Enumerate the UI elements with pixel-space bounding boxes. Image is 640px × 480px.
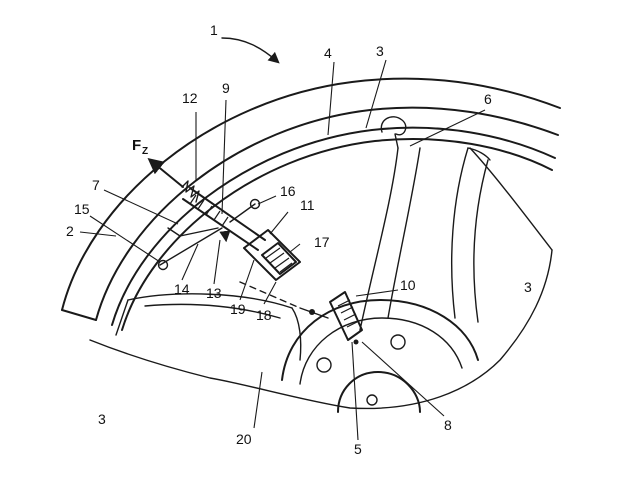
label-19: 19 (230, 301, 246, 317)
label-3-top: 3 (376, 43, 384, 59)
label-17: 17 (314, 234, 330, 250)
reference-labels: 1 2 3 3 3 4 5 6 7 8 9 10 11 12 13 14 15 … (66, 22, 532, 457)
label-5: 5 (354, 441, 362, 457)
inner-housing (89, 147, 553, 410)
label-3-right: 3 (524, 279, 532, 295)
label-6: 6 (484, 91, 492, 107)
force-subscript: Z (142, 146, 148, 157)
label-20: 20 (236, 431, 252, 447)
mount-plate (157, 227, 223, 271)
center-spoke (359, 147, 421, 331)
leader-lines (79, 59, 486, 441)
force-arrow: F Z (132, 137, 184, 188)
hub (281, 299, 479, 413)
label-16: 16 (280, 183, 296, 199)
label-1: 1 (210, 22, 218, 38)
label-8: 8 (444, 417, 452, 433)
rod-assembly (181, 180, 266, 251)
label-10: 10 (400, 277, 416, 293)
assembly-arrow (221, 37, 280, 64)
sensor-element (329, 291, 363, 345)
label-4: 4 (324, 45, 332, 61)
label-11: 11 (300, 197, 315, 213)
label-13: 13 (206, 285, 222, 301)
label-14: 14 (174, 281, 190, 297)
force-label: F (132, 137, 141, 154)
label-7: 7 (92, 177, 100, 193)
label-3-left: 3 (98, 411, 106, 427)
housing-block (243, 229, 301, 281)
label-12: 12 (182, 90, 198, 106)
valve-element (380, 116, 407, 149)
left-spoke (115, 293, 302, 361)
label-18: 18 (256, 307, 272, 323)
axis-line (239, 281, 329, 319)
rim-bands (111, 126, 556, 331)
right-spoke (451, 147, 491, 323)
label-9: 9 (222, 80, 230, 96)
label-2: 2 (66, 223, 74, 239)
label-15: 15 (74, 201, 90, 217)
